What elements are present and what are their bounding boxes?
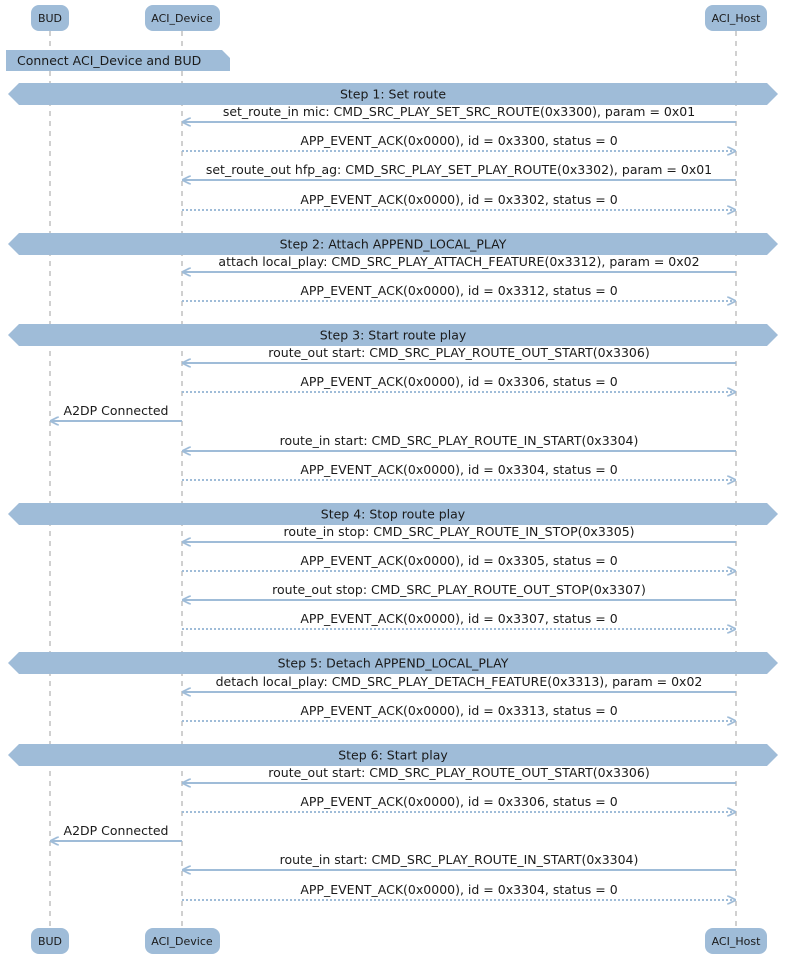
participant-label: BUD xyxy=(38,12,62,25)
participant-aci-device-top: ACI_Device xyxy=(145,5,220,31)
step-divider: Step 3: Start route play xyxy=(8,324,778,346)
participant-label: ACI_Host xyxy=(712,12,761,25)
message-label: route_in start: CMD_SRC_PLAY_ROUTE_IN_ST… xyxy=(280,433,639,448)
step-divider-label: Step 6: Start play xyxy=(338,748,448,763)
call-message: A2DP Connected xyxy=(51,403,182,421)
participant-bud-bottom: BUD xyxy=(31,928,69,954)
reply-message: APP_EVENT_ACK(0x0000), id = 0x3304, stat… xyxy=(182,882,735,900)
message-label: route_in stop: CMD_SRC_PLAY_ROUTE_IN_STO… xyxy=(283,524,634,539)
step-divider-label: Step 1: Set route xyxy=(340,87,446,102)
sequence-layer: Step 1: Set route set_route_in mic: CMD_S… xyxy=(8,83,778,900)
step-divider: Step 5: Detach APPEND_LOCAL_PLAY xyxy=(8,652,778,674)
step-divider: Step 1: Set route xyxy=(8,83,778,105)
message-label: APP_EVENT_ACK(0x0000), id = 0x3302, stat… xyxy=(300,192,617,207)
participant-aci-device-bottom: ACI_Device xyxy=(145,928,220,954)
call-message: A2DP Connected xyxy=(51,823,182,841)
step-divider: Step 2: Attach APPEND_LOCAL_PLAY xyxy=(8,233,778,255)
reply-message: APP_EVENT_ACK(0x0000), id = 0x3307, stat… xyxy=(182,611,735,629)
participant-label: ACI_Device xyxy=(151,12,213,25)
step-divider-label: Step 5: Detach APPEND_LOCAL_PLAY xyxy=(278,656,509,671)
reply-message: APP_EVENT_ACK(0x0000), id = 0x3306, stat… xyxy=(182,794,735,812)
reply-message: APP_EVENT_ACK(0x0000), id = 0x3305, stat… xyxy=(182,553,735,571)
participant-label: BUD xyxy=(38,935,62,948)
step-divider-label: Step 3: Start route play xyxy=(320,328,467,343)
call-message: route_out start: CMD_SRC_PLAY_ROUTE_OUT_… xyxy=(183,765,736,783)
message-label: route_in start: CMD_SRC_PLAY_ROUTE_IN_ST… xyxy=(280,852,639,867)
participant-aci-host-bottom: ACI_Host xyxy=(705,928,767,954)
message-label: APP_EVENT_ACK(0x0000), id = 0x3306, stat… xyxy=(300,794,617,809)
reply-message: APP_EVENT_ACK(0x0000), id = 0x3300, stat… xyxy=(182,133,735,151)
message-label: A2DP Connected xyxy=(64,403,169,418)
call-message: set_route_out hfp_ag: CMD_SRC_PLAY_SET_P… xyxy=(183,162,736,180)
message-label: APP_EVENT_ACK(0x0000), id = 0x3300, stat… xyxy=(300,133,617,148)
message-label: set_route_out hfp_ag: CMD_SRC_PLAY_SET_P… xyxy=(206,162,712,177)
message-label: APP_EVENT_ACK(0x0000), id = 0x3307, stat… xyxy=(300,611,617,626)
message-label: APP_EVENT_ACK(0x0000), id = 0x3306, stat… xyxy=(300,374,617,389)
call-message: route_out stop: CMD_SRC_PLAY_ROUTE_OUT_S… xyxy=(183,582,736,600)
step-divider-label: Step 4: Stop route play xyxy=(321,507,466,522)
message-label: APP_EVENT_ACK(0x0000), id = 0x3313, stat… xyxy=(300,703,617,718)
participant-bud-top: BUD xyxy=(31,5,69,31)
message-label: route_out stop: CMD_SRC_PLAY_ROUTE_OUT_S… xyxy=(272,582,646,597)
reply-message: APP_EVENT_ACK(0x0000), id = 0x3304, stat… xyxy=(182,462,735,480)
call-message: attach local_play: CMD_SRC_PLAY_ATTACH_F… xyxy=(183,254,736,272)
message-label: APP_EVENT_ACK(0x0000), id = 0x3312, stat… xyxy=(300,283,617,298)
message-label: set_route_in mic: CMD_SRC_PLAY_SET_SRC_R… xyxy=(223,104,695,119)
message-label: attach local_play: CMD_SRC_PLAY_ATTACH_F… xyxy=(218,254,699,269)
step-divider-label: Step 2: Attach APPEND_LOCAL_PLAY xyxy=(280,237,507,252)
message-label: A2DP Connected xyxy=(64,823,169,838)
call-message: route_in start: CMD_SRC_PLAY_ROUTE_IN_ST… xyxy=(183,433,736,451)
reply-message: APP_EVENT_ACK(0x0000), id = 0x3302, stat… xyxy=(182,192,735,210)
step-divider: Step 6: Start play xyxy=(8,744,778,766)
participant-label: ACI_Host xyxy=(712,935,761,948)
call-message: route_out start: CMD_SRC_PLAY_ROUTE_OUT_… xyxy=(183,345,736,363)
step-divider: Step 4: Stop route play xyxy=(8,503,778,525)
participant-aci-host-top: ACI_Host xyxy=(705,5,767,31)
reply-message: APP_EVENT_ACK(0x0000), id = 0x3313, stat… xyxy=(182,703,735,721)
call-message: route_in stop: CMD_SRC_PLAY_ROUTE_IN_STO… xyxy=(183,524,736,542)
message-label: route_out start: CMD_SRC_PLAY_ROUTE_OUT_… xyxy=(268,765,649,780)
call-message: detach local_play: CMD_SRC_PLAY_DETACH_F… xyxy=(183,674,736,692)
message-label: APP_EVENT_ACK(0x0000), id = 0x3304, stat… xyxy=(300,882,617,897)
note-text: Connect ACI_Device and BUD xyxy=(17,53,201,68)
message-label: APP_EVENT_ACK(0x0000), id = 0x3304, stat… xyxy=(300,462,617,477)
message-label: detach local_play: CMD_SRC_PLAY_DETACH_F… xyxy=(216,674,703,689)
note-connect: Connect ACI_Device and BUD xyxy=(6,50,230,71)
reply-message: APP_EVENT_ACK(0x0000), id = 0x3312, stat… xyxy=(182,283,735,301)
participant-label: ACI_Device xyxy=(151,935,213,948)
call-message: route_in start: CMD_SRC_PLAY_ROUTE_IN_ST… xyxy=(183,852,736,870)
call-message: set_route_in mic: CMD_SRC_PLAY_SET_SRC_R… xyxy=(183,104,736,122)
message-label: route_out start: CMD_SRC_PLAY_ROUTE_OUT_… xyxy=(268,345,649,360)
reply-message: APP_EVENT_ACK(0x0000), id = 0x3306, stat… xyxy=(182,374,735,392)
message-label: APP_EVENT_ACK(0x0000), id = 0x3305, stat… xyxy=(300,553,617,568)
